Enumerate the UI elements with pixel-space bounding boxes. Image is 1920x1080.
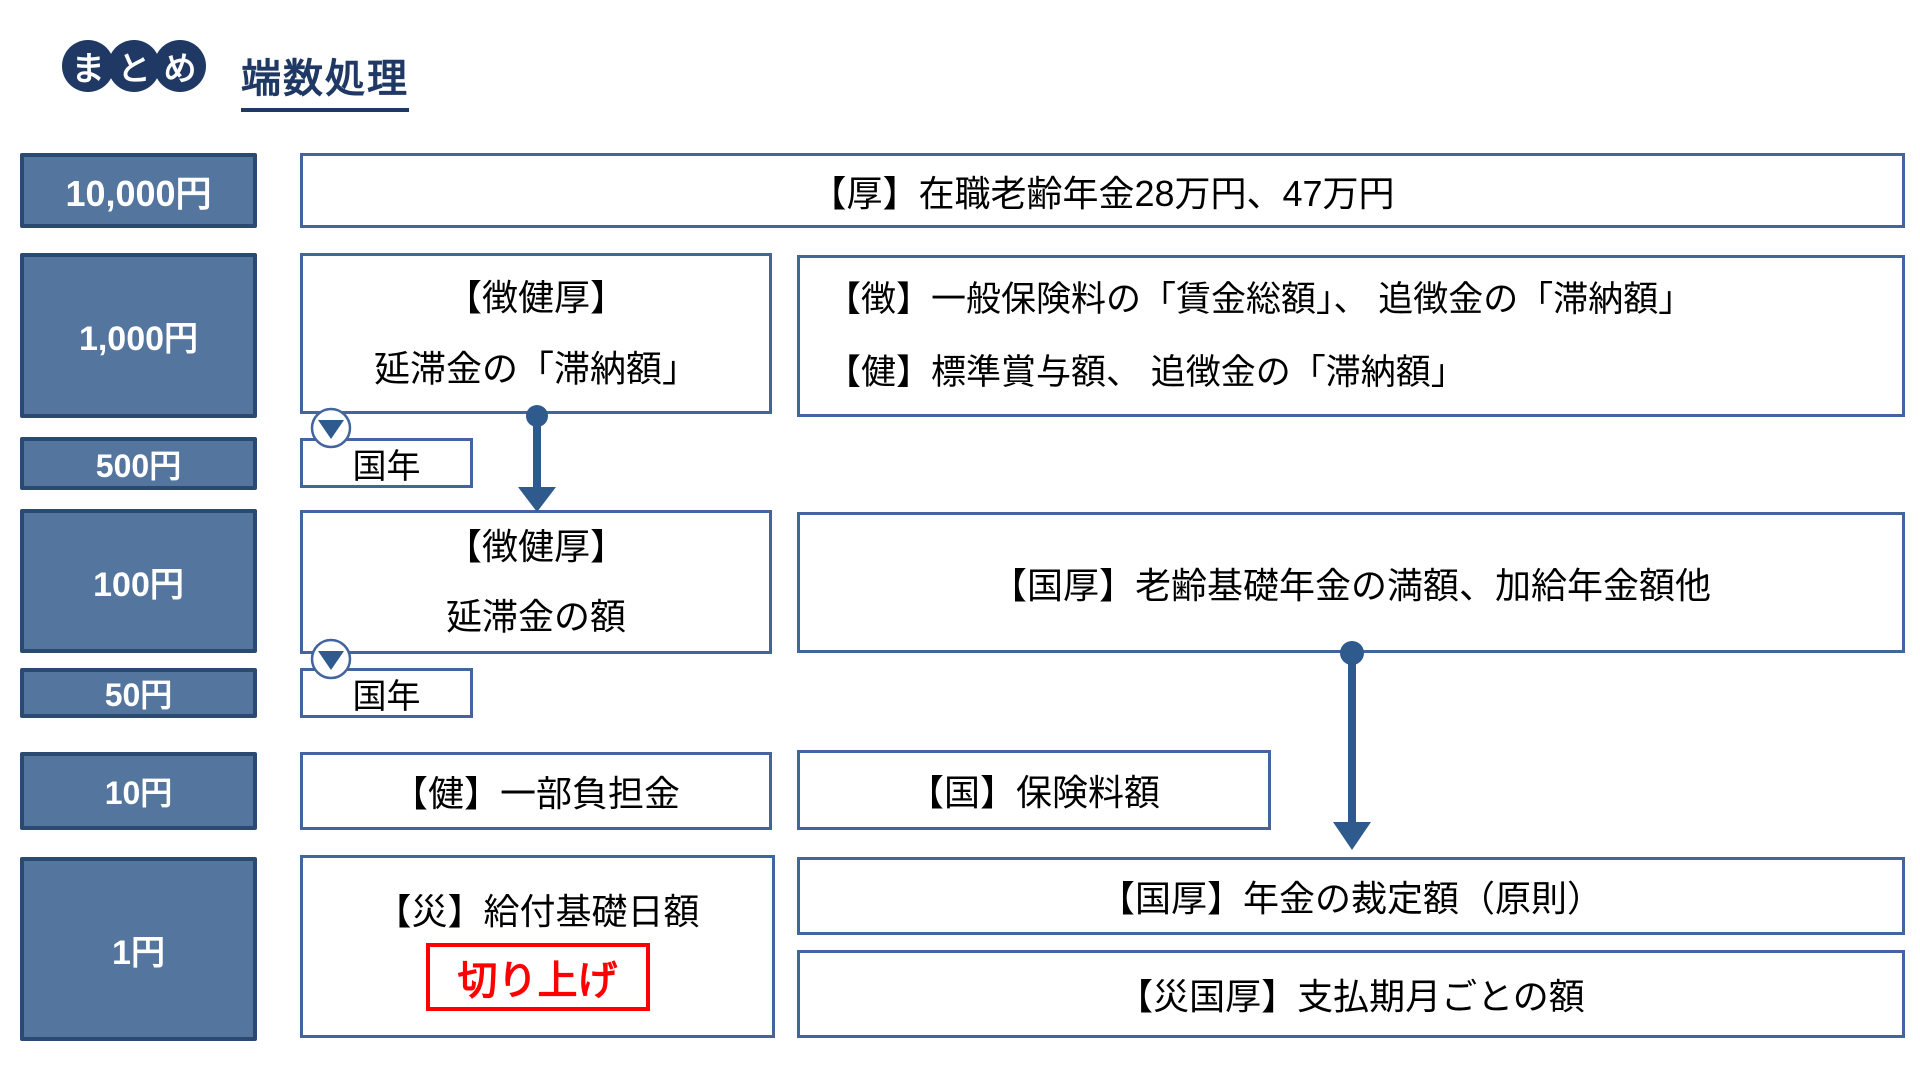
down-arrow-connector-2: [1333, 641, 1371, 850]
badge-char: と: [117, 50, 151, 87]
down-arrow-connector-1: [518, 405, 556, 512]
rule-box-1-kokukou-saitei: 【国厚】年金の裁定額（原則）: [797, 857, 1905, 935]
rule-text: 【徴健厚】: [445, 277, 626, 319]
badge-circle: ま: [62, 40, 114, 92]
rule-text: 【災国厚】支払期月ごとの額: [1117, 976, 1585, 1017]
rule-box-500-kokunen: 国年: [300, 438, 473, 488]
rule-text: 延滞金の「滞納額」: [373, 347, 698, 389]
rule-box-1-saikokukou: 【災国厚】支払期月ごとの額: [797, 950, 1905, 1038]
denom-1000: 1,000円: [20, 253, 257, 418]
matome-badge: ま と め: [62, 40, 206, 92]
page-title: 端数処理: [241, 46, 409, 112]
rule-box-10-koku: 【国】保険料額: [797, 750, 1271, 830]
rule-text: 国年: [352, 677, 421, 716]
badge-char: ま: [71, 50, 105, 87]
rule-box-100-kokukou: 【国厚】老齢基礎年金の満額、加給年金額他: [797, 512, 1905, 653]
rule-text: 【国厚】年金の裁定額（原則）: [1098, 878, 1603, 919]
rule-box-1-sai: 【災】給付基礎日額 切り上げ: [300, 855, 775, 1038]
rule-box-100-enti-gaku: 【徴健厚】 延滞金の額: [300, 510, 772, 654]
denom-500: 500円: [20, 437, 257, 490]
rule-text: 【徴健厚】: [445, 525, 626, 567]
rule-text: 【厚】在職老齢年金28万円、47万円: [810, 172, 1395, 214]
rule-box-10000-kou: 【厚】在職老齢年金28万円、47万円: [300, 153, 1905, 228]
denom-100: 100円: [20, 509, 257, 653]
rule-box-1000-chou-ken: 【徴】一般保険料の「賃金総額」、 追徴金の「滞納額」 【健】標準賞与額、 追徴金…: [797, 255, 1905, 417]
rule-text: 【国厚】老齢基礎年金の満額、加給年金額他: [990, 564, 1711, 606]
badge-circle: め: [154, 40, 206, 92]
rule-text: 【国】保険料額: [907, 772, 1160, 813]
denom-1: 1円: [20, 857, 257, 1041]
rule-box-10-ken: 【健】一部負担金: [300, 752, 772, 830]
rule-text: 国年: [352, 447, 421, 486]
denom-50: 50円: [20, 668, 257, 718]
rule-box-1000-enti-tainougaku: 【徴健厚】 延滞金の「滞納額」: [300, 253, 772, 414]
rule-text: 【健】一部負担金: [391, 773, 680, 814]
rule-text: 【徴】一般保険料の「賃金総額」、 追徴金の「滞納額」: [826, 279, 1694, 319]
rule-box-50-kokunen: 国年: [300, 668, 473, 718]
badge-char: め: [163, 50, 197, 87]
badge-circle: と: [108, 40, 160, 92]
denom-10000: 10,000円: [20, 153, 257, 228]
rule-text: 延滞金の額: [445, 596, 626, 637]
rule-text: 【災】給付基礎日額: [375, 890, 700, 932]
rule-text: 【健】標準賞与額、 追徴金の「滞納額」: [826, 353, 1466, 392]
denom-10: 10円: [20, 752, 257, 830]
round-up-stamp: 切り上げ: [425, 942, 650, 1011]
